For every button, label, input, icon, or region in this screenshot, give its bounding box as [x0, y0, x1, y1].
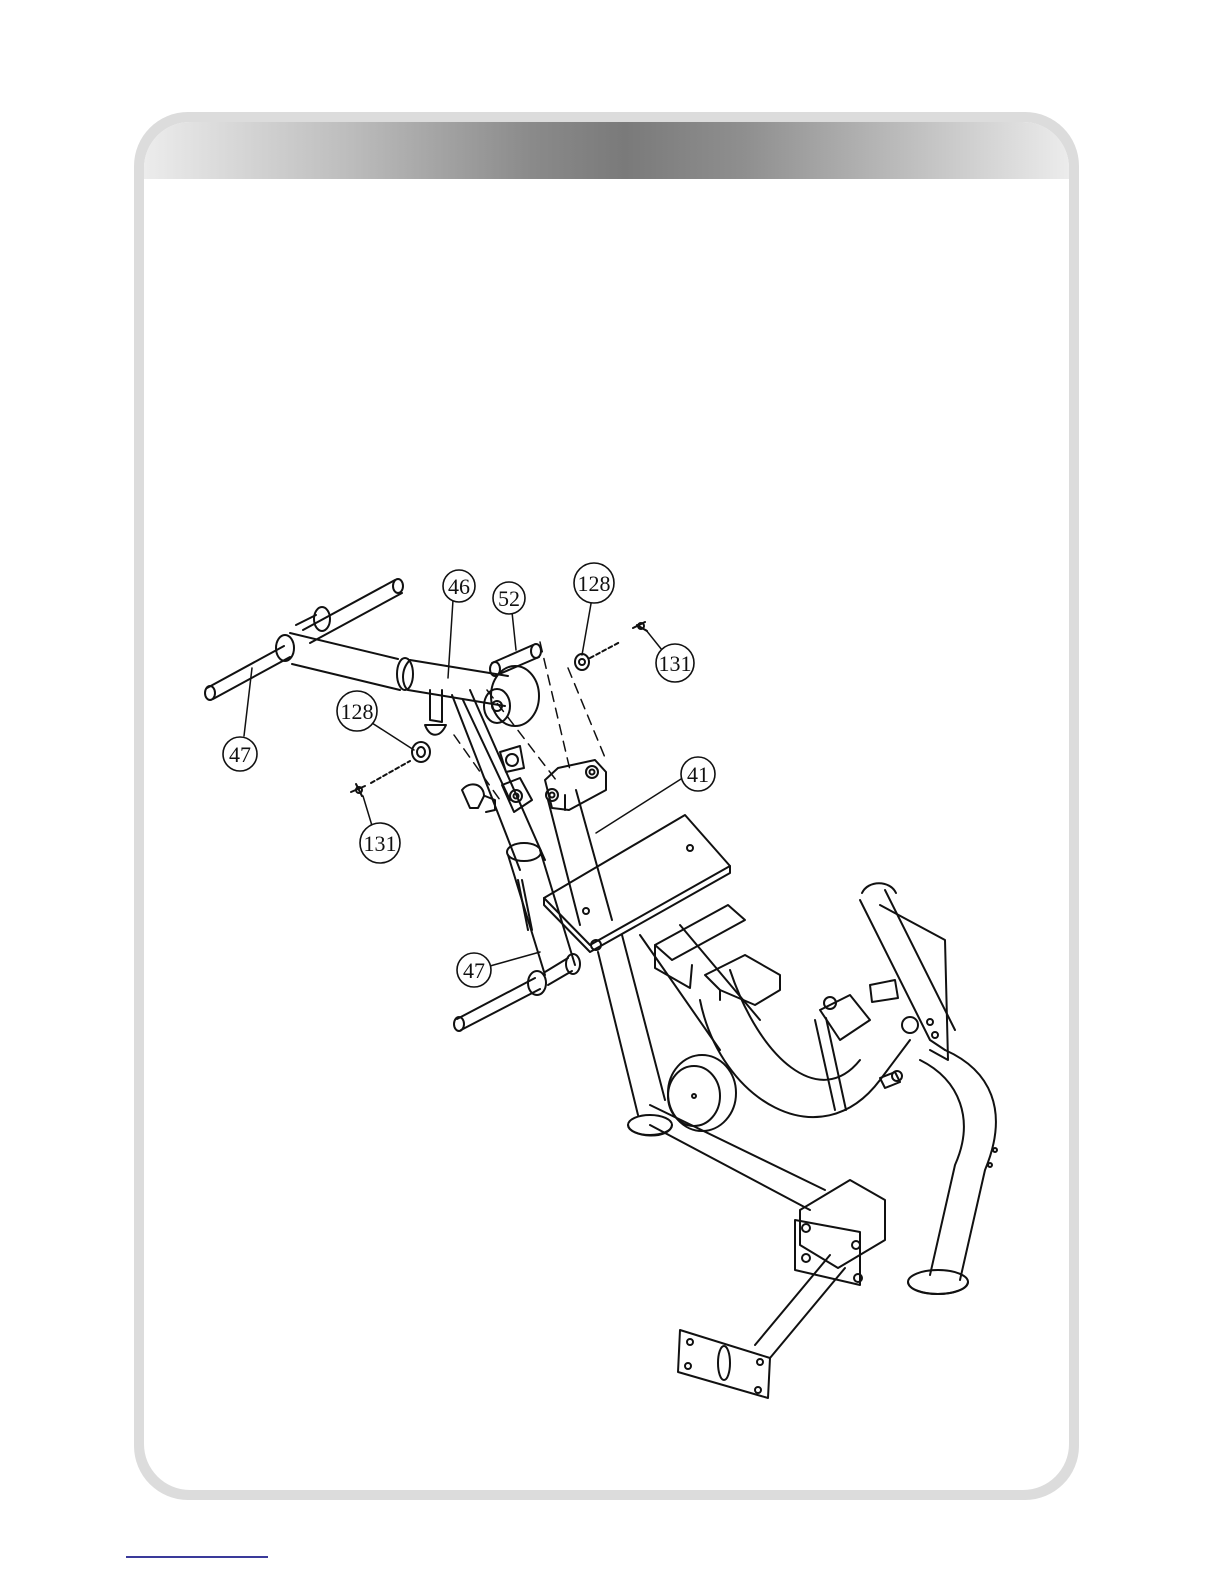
handlebar-upper: [205, 579, 413, 700]
callout-128-left: 128: [337, 691, 377, 731]
svg-text:46: 46: [448, 574, 470, 599]
callout-131-left: 131: [360, 823, 400, 863]
leader-lines: [244, 598, 681, 966]
washer-left: [351, 742, 430, 796]
callout-47-left: 47: [223, 737, 257, 771]
callout-131-top: 131: [656, 644, 694, 682]
footer-rule: [126, 1556, 268, 1558]
callout-47-bottom: 47: [457, 953, 491, 987]
svg-text:131: 131: [659, 651, 692, 676]
main-frame: [598, 883, 997, 1294]
callout-46: 46: [443, 570, 475, 602]
front-stabilizer: [678, 1180, 885, 1398]
mount-bracket: [545, 760, 606, 810]
svg-text:128: 128: [578, 571, 611, 596]
svg-text:131: 131: [364, 831, 397, 856]
seat-plate: [544, 815, 730, 952]
svg-text:128: 128: [341, 699, 374, 724]
callout-52: 52: [493, 582, 525, 614]
pin-parts: [462, 746, 532, 812]
callout-128-top: 128: [574, 563, 614, 603]
svg-text:47: 47: [229, 742, 251, 767]
svg-text:47: 47: [463, 958, 485, 983]
svg-text:41: 41: [687, 762, 709, 787]
callout-41: 41: [681, 757, 715, 791]
svg-text:52: 52: [498, 586, 520, 611]
main-upright: [507, 790, 612, 975]
